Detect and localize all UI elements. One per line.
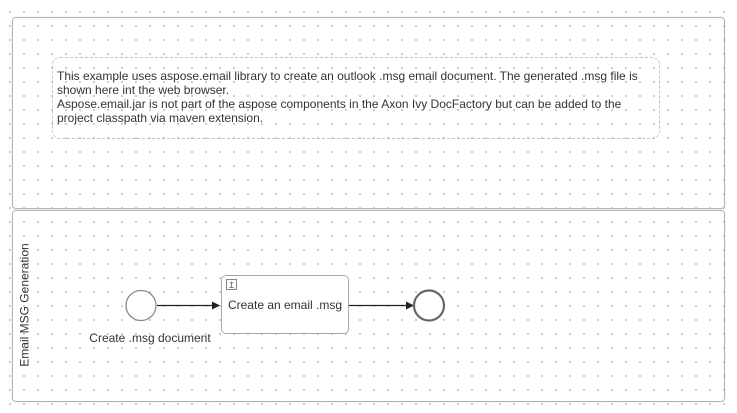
start-event[interactable] [125,289,157,322]
lane-email-msg-generation[interactable] [12,210,725,402]
end-event[interactable] [412,289,446,322]
note-annotation[interactable]: This example uses aspose.email library t… [52,57,660,139]
pool-top[interactable] [12,17,725,209]
start-event-label: Create .msg document [89,331,211,345]
script-icon [226,279,237,290]
task-label: Create an email .msg [227,298,343,312]
task-create-email-msg[interactable]: Create an email .msg [221,275,349,334]
